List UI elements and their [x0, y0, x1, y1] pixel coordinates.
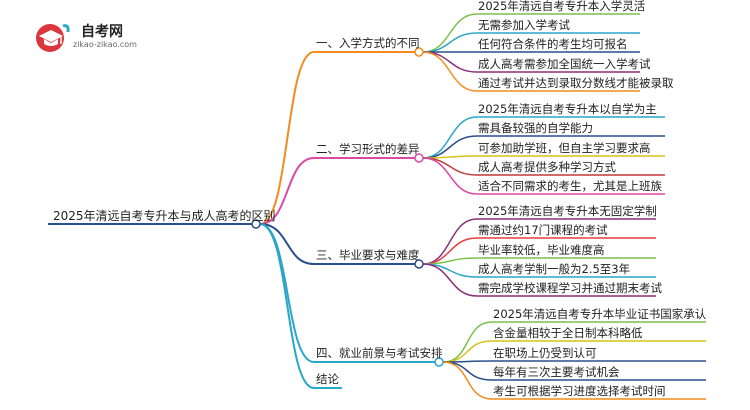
branch-collapse-dot-3[interactable]	[414, 259, 424, 269]
item-connector-1-2	[422, 32, 478, 53]
item-connector-1-5	[422, 51, 478, 92]
leaf-item-2-4[interactable]: 成人高考提供多种学习方式	[478, 160, 616, 174]
leaf-item-4-3[interactable]: 在职场上仍受到认可	[493, 346, 597, 360]
root-collapse-dot[interactable]	[251, 219, 261, 229]
leaf-item-4-4[interactable]: 每年有三次主要考试机会	[493, 365, 620, 379]
item-connector-4-2	[442, 340, 493, 363]
leaf-item-1-2[interactable]: 无需参加入学考试	[478, 18, 570, 32]
leaf-item-2-3[interactable]: 可参加助学班，但自主学习要求高	[478, 141, 651, 155]
item-connector-3-1	[422, 218, 478, 265]
leaf-item-3-5[interactable]: 需完成学校课程学习并通过期末考试	[478, 281, 662, 295]
root-node-label[interactable]: 2025年清远自考专升本与成人高考的区别	[53, 209, 276, 223]
leaf-item-1-4[interactable]: 成人高考需参加全国统一入学考试	[478, 57, 651, 71]
item-connector-2-4	[422, 157, 478, 176]
branch-label-1[interactable]: 一、入学方式的不同	[316, 36, 420, 50]
item-connector-2-5	[422, 157, 478, 195]
item-connector-4-4	[442, 361, 493, 381]
site-logo[interactable]: 自考网 zikao-zikao.com	[33, 20, 137, 54]
leaf-item-4-5[interactable]: 考生可根据学习进度选择考试时间	[493, 384, 666, 398]
leaf-item-2-5[interactable]: 适合不同需求的考生，尤其是上班族	[478, 179, 662, 193]
leaf-item-3-1[interactable]: 2025年清远自考专升本无固定学制	[478, 204, 657, 218]
branch-label-2[interactable]: 二、学习形式的差异	[316, 142, 420, 156]
branch-collapse-dot-4[interactable]	[434, 357, 444, 367]
leaf-item-3-3[interactable]: 毕业率较低，毕业难度高	[478, 243, 605, 257]
conclusion-label[interactable]: 结论	[316, 372, 339, 386]
branch-connector-2	[259, 157, 315, 225]
leaf-item-1-1[interactable]: 2025年清远自考专升本入学灵活	[478, 0, 646, 13]
leaf-item-1-5[interactable]: 通过考试并达到录取分数线才能被录取	[478, 76, 674, 90]
item-connector-1-4	[422, 51, 478, 73]
item-connector-3-3	[422, 257, 478, 265]
leaf-item-2-2[interactable]: 需具备较强的自学能力	[478, 121, 593, 135]
leaf-item-3-2[interactable]: 需通过约17门课程的考试	[478, 223, 608, 237]
item-connector-4-5	[442, 361, 493, 400]
logo-title: 自考网	[81, 24, 123, 40]
leaf-item-4-2[interactable]: 含金量相较于全日制本科略低	[493, 326, 643, 340]
branch-collapse-dot-2[interactable]	[414, 153, 424, 163]
graduation-cap-icon	[36, 24, 70, 52]
leaf-item-3-4[interactable]: 成人高考学制一般为2.5至3年	[478, 262, 631, 276]
branch-label-3[interactable]: 三、毕业要求与难度	[316, 248, 420, 262]
item-connector-2-1	[422, 116, 478, 159]
conclusion-connector	[259, 223, 315, 389]
logo-url: zikao-zikao.com	[73, 40, 137, 49]
item-connector-3-4	[422, 263, 478, 278]
branch-collapse-dot-1[interactable]	[414, 47, 424, 57]
branch-label-4[interactable]: 四、就业前景与考试安排	[316, 346, 443, 360]
branch-connector-3	[259, 223, 315, 265]
leaf-item-2-1[interactable]: 2025年清远自考专升本以自学为主	[478, 102, 657, 116]
item-connector-2-2	[422, 135, 478, 159]
leaf-item-1-3[interactable]: 任何符合条件的考生均可报名	[478, 37, 628, 51]
branch-connector-1	[259, 51, 315, 225]
leaf-item-4-1[interactable]: 2025年清远自考专升本毕业证书国家承认	[493, 307, 707, 321]
item-connector-3-5	[422, 263, 478, 297]
